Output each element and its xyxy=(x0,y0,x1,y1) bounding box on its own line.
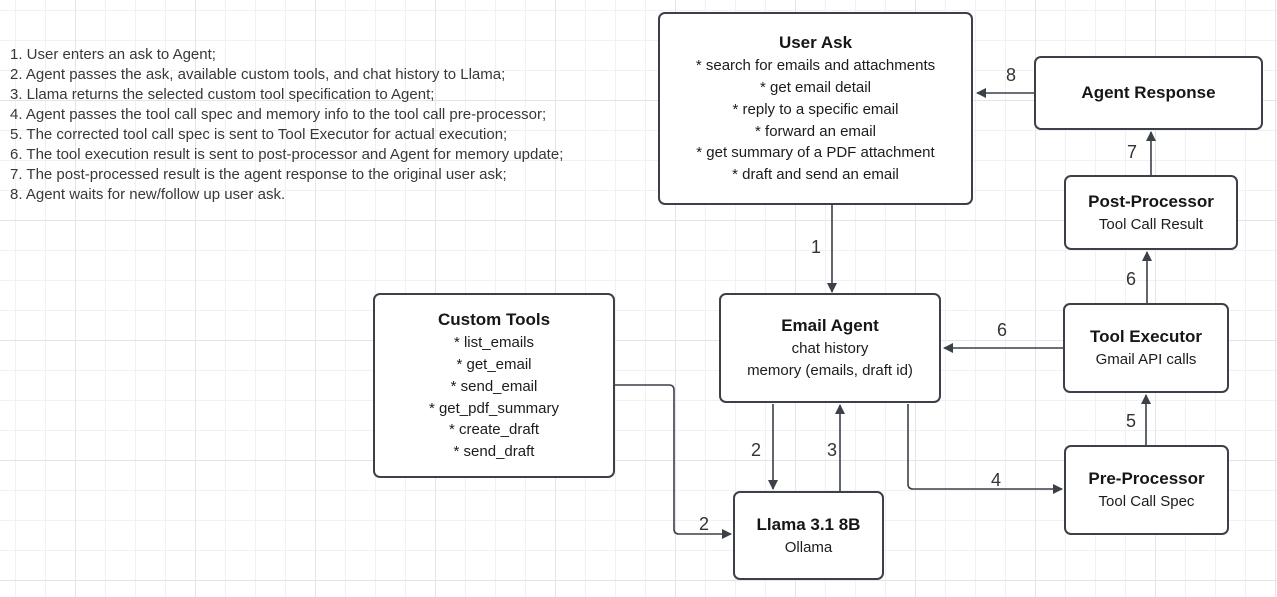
node-line: * get email detail xyxy=(760,79,871,97)
flow-step: 5. The corrected tool call spec is sent … xyxy=(10,126,508,143)
flow-step: 7. The post-processed result is the agen… xyxy=(10,166,507,183)
node-agent-response-title: Agent Response xyxy=(1081,83,1216,102)
flow-step: 3. Llama returns the selected custom too… xyxy=(10,86,435,103)
node-line: * send_email xyxy=(450,377,538,395)
node-agent-response: Agent Response xyxy=(1034,56,1263,130)
node-post-processor: Post-Processor Tool Call Result xyxy=(1064,175,1238,250)
flow-step: 2. Agent passes the ask, available custo… xyxy=(10,66,506,83)
node-line: * search for emails and attachments xyxy=(695,57,936,75)
node-line: * reply to a specific email xyxy=(732,100,899,118)
node-tool-executor-subtitle: Gmail API calls xyxy=(1095,351,1197,368)
node-user-ask: User Ask * search for emails and attachm… xyxy=(658,12,973,205)
node-email-agent-title: Email Agent xyxy=(781,316,879,336)
node-line: * get_email xyxy=(456,356,532,374)
node-line: * create_draft xyxy=(448,421,540,439)
edge-label-step8: 8 xyxy=(1005,65,1017,85)
edge-label-step5: 5 xyxy=(1125,411,1137,431)
flow-step: 6. The tool execution result is sent to … xyxy=(10,146,564,163)
edge-label-step4: 4 xyxy=(990,470,1002,490)
node-tool-executor-title: Tool Executor xyxy=(1089,327,1203,346)
node-line: * get_pdf_summary xyxy=(428,399,560,417)
node-line: * send_draft xyxy=(453,442,535,460)
edge-label-step2-agent-to-llama: 2 xyxy=(750,440,762,460)
flow-step: 4. Agent passes the tool call spec and m… xyxy=(10,106,547,123)
node-custom-tools-title: Custom Tools xyxy=(437,310,551,330)
node-email-agent-items: chat history memory (emails, draft id) xyxy=(747,338,913,381)
edge-label-step6-to-post-processor: 6 xyxy=(1125,269,1137,289)
node-tool-executor: Tool Executor Gmail API calls xyxy=(1063,303,1229,393)
node-custom-tools: Custom Tools * list_emails * get_email * s… xyxy=(373,293,615,478)
edge-label-step1: 1 xyxy=(810,237,822,257)
node-line: chat history xyxy=(791,340,869,358)
node-post-processor-subtitle: Tool Call Result xyxy=(1098,215,1204,233)
edge-email-agent-to-pre-processor xyxy=(907,404,1063,494)
node-llama-subtitle: Ollama xyxy=(784,538,833,556)
flow-step: 1. User enters an ask to Agent; xyxy=(10,46,216,63)
node-line: * forward an email xyxy=(755,122,876,140)
node-line: * get summary of a PDF attachment xyxy=(696,144,935,162)
edge-custom-tools-to-llama xyxy=(615,384,732,539)
node-line: memory (emails, draft id) xyxy=(747,362,913,379)
node-llama: Llama 3.1 8B Ollama xyxy=(733,491,884,580)
edge-label-step7: 7 xyxy=(1126,142,1138,162)
node-post-processor-title: Post-Processor xyxy=(1088,191,1214,211)
node-pre-processor: Pre-Processor Tool Call Spec xyxy=(1064,445,1229,535)
node-pre-processor-subtitle: Tool Call Spec xyxy=(1098,493,1195,510)
flow-step: 8. Agent waits for new/follow up user as… xyxy=(10,186,286,203)
node-user-ask-items: * search for emails and attachments * get… xyxy=(696,55,935,185)
flow-steps-list: 1. User enters an ask to Agent; 2. Agent … xyxy=(10,45,563,205)
node-custom-tools-items: * list_emails * get_email * send_email * ge… xyxy=(429,332,559,462)
node-line: * list_emails xyxy=(453,334,534,352)
edge-label-step6-to-email-agent: 6 xyxy=(996,320,1008,340)
edge-label-step2-tools-to-llama: 2 xyxy=(698,514,710,534)
edge-label-step3: 3 xyxy=(826,440,838,460)
node-line: * draft and send an email xyxy=(732,165,899,183)
node-pre-processor-title: Pre-Processor xyxy=(1088,469,1205,488)
node-email-agent: Email Agent chat history memory (emails, … xyxy=(719,293,941,403)
node-user-ask-title: User Ask xyxy=(778,33,853,53)
node-llama-title: Llama 3.1 8B xyxy=(756,514,861,534)
